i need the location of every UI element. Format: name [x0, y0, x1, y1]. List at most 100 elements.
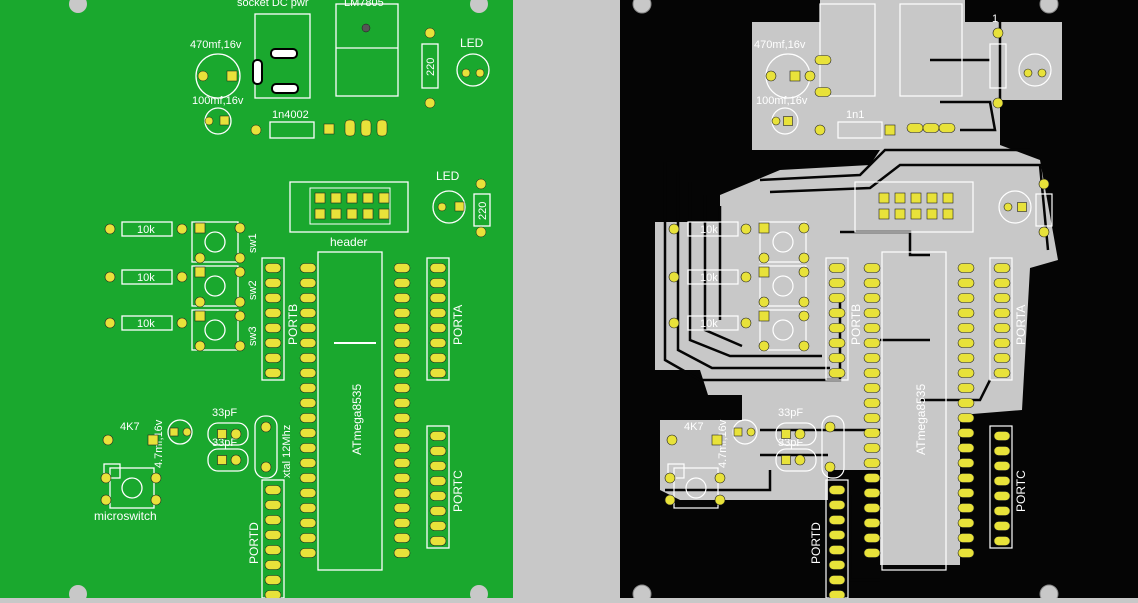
portd-pin [264, 500, 282, 510]
switch-pad [234, 222, 246, 234]
resistor-pad [668, 271, 680, 283]
pad [765, 70, 777, 82]
b-portc-outline [989, 425, 1013, 549]
pad [344, 119, 356, 137]
portd-pin [828, 590, 846, 600]
porta-label: PORTA [451, 305, 465, 345]
socket-pad [271, 83, 299, 94]
portd-pin [264, 530, 282, 540]
xtal-outline [254, 415, 278, 479]
pad [664, 472, 676, 484]
b-r4k7-label: 4K7 [684, 421, 704, 433]
portd-pin [264, 590, 282, 600]
mcu-label: ATmega8535 [350, 384, 364, 455]
b-r-label: 1 [992, 13, 998, 25]
portb-pin [828, 323, 846, 333]
sw1-outline [191, 221, 239, 263]
mcu-pin [299, 278, 317, 288]
diode-outline [269, 121, 315, 139]
header-pin [330, 192, 342, 204]
mcu-pin [957, 488, 975, 498]
resistor-mid-outline [473, 193, 491, 227]
b-r2-outline [687, 269, 739, 285]
mcu-pin [299, 488, 317, 498]
switch-pad [798, 310, 810, 322]
mcu-pin [299, 398, 317, 408]
creset-label: 4.7mf,16v [153, 419, 165, 468]
mcu-pin [957, 473, 975, 483]
mcu-pin [957, 308, 975, 318]
sw3-label: sw3 [247, 326, 259, 346]
pad [884, 124, 896, 136]
c2-label: 100mf,16v [192, 95, 244, 107]
pad [714, 472, 726, 484]
pad [938, 123, 956, 133]
pad [424, 97, 436, 109]
cap-pad [781, 455, 791, 465]
header-pin [894, 192, 906, 204]
mcu-pin [863, 458, 881, 468]
switch-pad [194, 296, 206, 308]
c1-outline [195, 53, 241, 99]
mcu-pin [393, 458, 411, 468]
green-board: socket DC pwr LM7805 470mf,16v 100mf,16v… [0, 0, 513, 603]
xtal-pad [260, 461, 272, 473]
portb-pin [828, 353, 846, 363]
socket-pad [252, 59, 263, 85]
resistor-pad [176, 317, 188, 329]
mounting-hole [632, 0, 652, 14]
xtal-pad [260, 421, 272, 433]
r2-outline [121, 269, 173, 285]
pad [475, 226, 487, 238]
green-mounting-holes [69, 0, 488, 603]
portb-pin [264, 338, 282, 348]
cap-pad [230, 454, 242, 466]
diode-label: 1n4002 [272, 109, 309, 121]
portd-pin [828, 515, 846, 525]
porta-pin [429, 308, 447, 318]
cap2-label: 33pF [212, 437, 237, 449]
porta-pin [429, 338, 447, 348]
mcu-pin [863, 338, 881, 348]
b-r1-outline [687, 221, 739, 237]
mcu-pin [299, 263, 317, 273]
cap1-label: 33pF [212, 407, 237, 419]
socket-pad [270, 48, 298, 59]
mcu-pin [393, 293, 411, 303]
porta-pin [429, 323, 447, 333]
porta-pin [993, 278, 1011, 288]
mcu-pin [299, 413, 317, 423]
r2-label: 10k [137, 272, 155, 284]
mcu-pin [863, 488, 881, 498]
pad [992, 97, 1004, 109]
sw3-outline [191, 309, 239, 351]
portb-pin [828, 263, 846, 273]
resistor-pad [668, 223, 680, 235]
switch-pad [758, 340, 770, 352]
header-pin [910, 208, 922, 220]
mcu-pin [393, 263, 411, 273]
pad [250, 124, 262, 136]
mcu-pin [299, 383, 317, 393]
resistor-220-outline [421, 43, 439, 89]
switch-pad [758, 222, 770, 234]
mcu-pin [957, 368, 975, 378]
switch-pad [798, 222, 810, 234]
porta-pin [429, 353, 447, 363]
mcu-pin [393, 488, 411, 498]
portb-pin [264, 368, 282, 378]
b-led-outline [1018, 53, 1052, 87]
mounting-hole [69, 0, 87, 13]
porta-pin [993, 263, 1011, 273]
pad [1017, 202, 1027, 212]
component-pads [664, 27, 1050, 600]
header-pin [878, 208, 890, 220]
portc-pin [993, 506, 1011, 516]
resistor-pad [668, 317, 680, 329]
mcu-pin [393, 383, 411, 393]
switch-pad [798, 296, 810, 308]
porta-pin [993, 308, 1011, 318]
cap-pad [217, 429, 227, 439]
pad [814, 124, 826, 136]
portd-pin [264, 575, 282, 585]
